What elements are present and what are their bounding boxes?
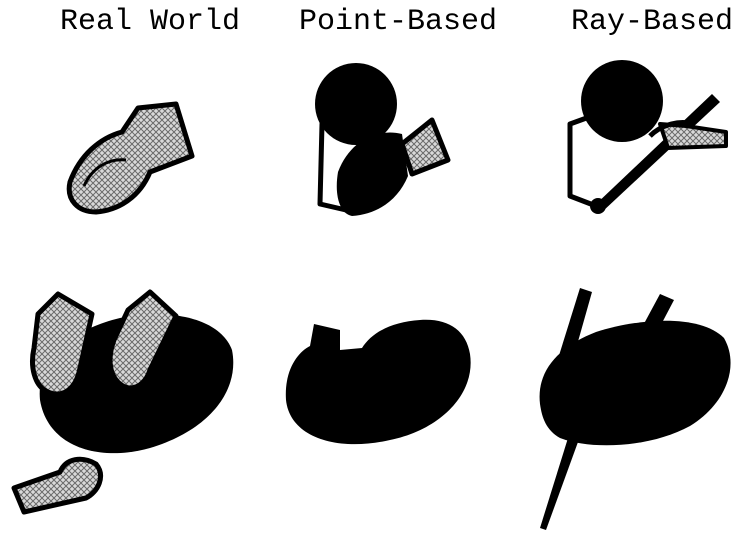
ray-based-bottom-scene — [540, 288, 731, 530]
ray-based-top-scene — [570, 60, 726, 214]
real-world-hand-top — [69, 104, 192, 212]
real-world-hand-bottom — [14, 292, 233, 512]
point-based-bottom-scene — [286, 320, 471, 444]
point-based-top-scene — [315, 63, 448, 216]
